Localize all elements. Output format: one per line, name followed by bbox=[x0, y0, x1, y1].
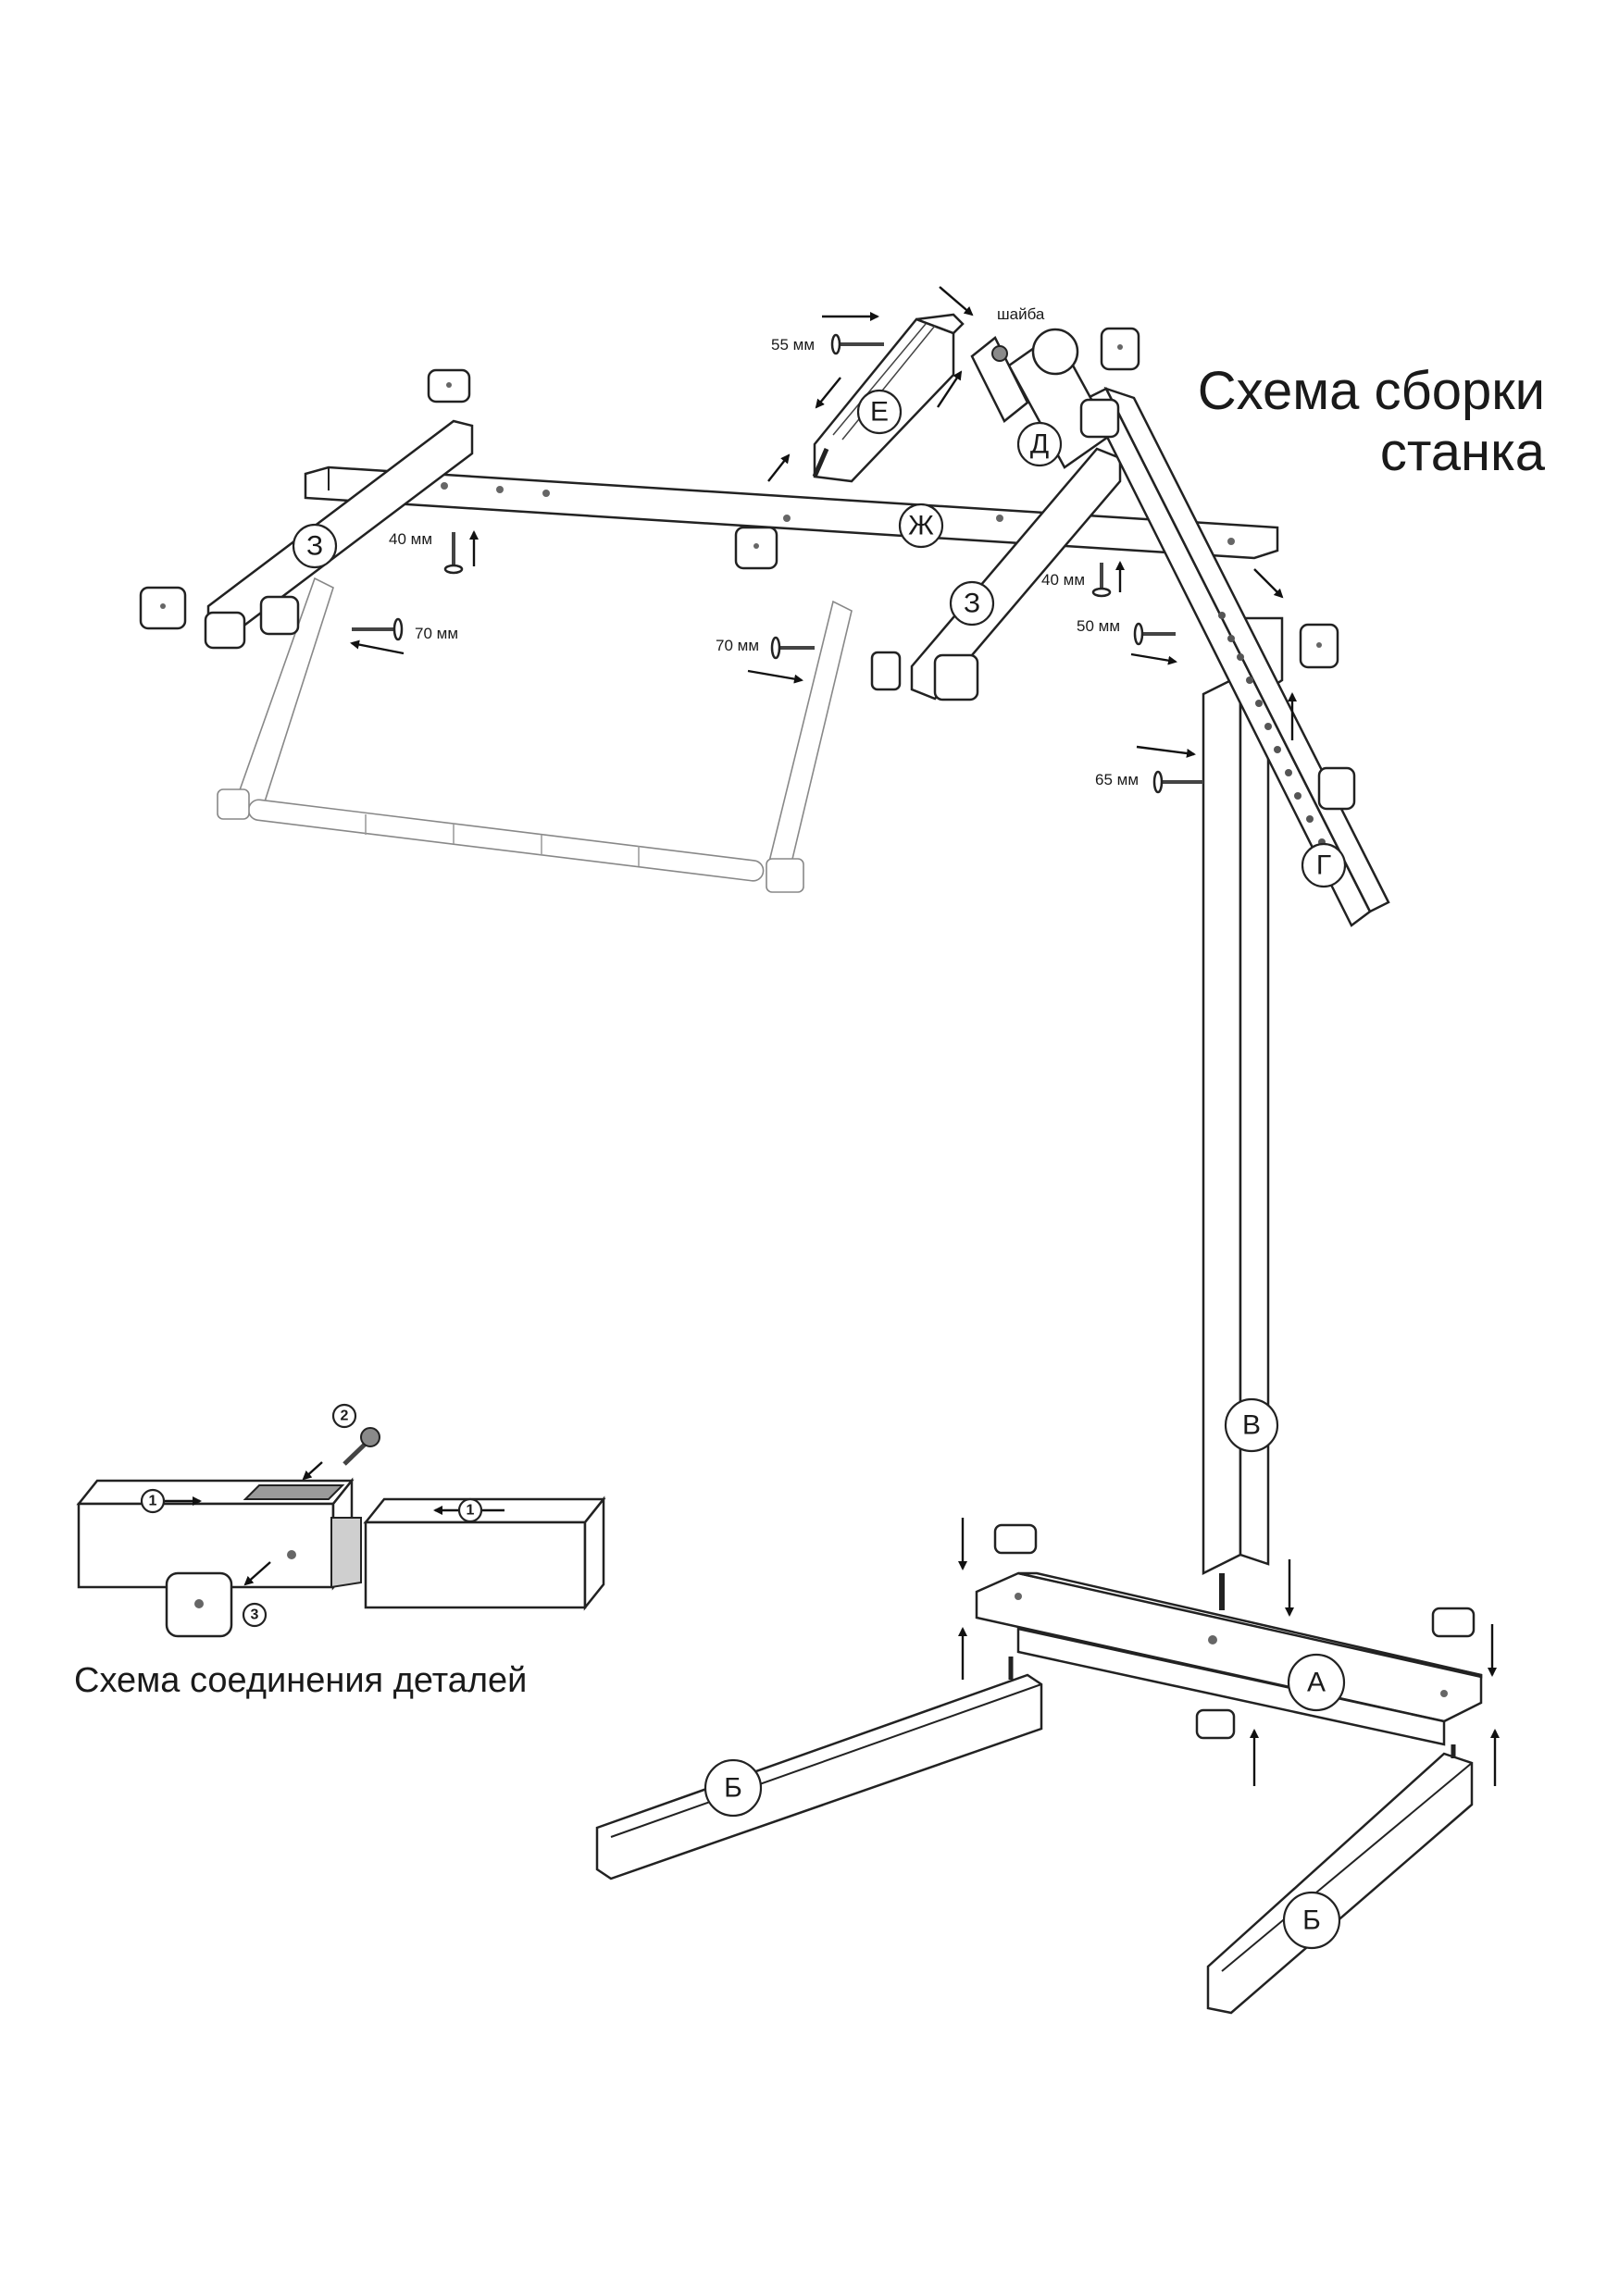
svg-text:Ж: Ж bbox=[908, 511, 934, 541]
bolt-40-left bbox=[443, 532, 464, 575]
dim-65: 65 мм bbox=[1095, 771, 1139, 788]
svg-text:В: В bbox=[1242, 1410, 1261, 1441]
step-1-right: 1 bbox=[457, 1497, 483, 1523]
dim-70-right: 70 мм bbox=[716, 637, 759, 654]
knob-11 bbox=[1317, 766, 1356, 811]
svg-text:А: А bbox=[1307, 1668, 1326, 1698]
svg-text:З: З bbox=[964, 589, 980, 619]
knob-8 bbox=[870, 651, 902, 691]
knob-9 bbox=[933, 653, 979, 701]
knob-5 bbox=[734, 526, 778, 570]
post-v bbox=[1202, 616, 1284, 1610]
label-z-left: З bbox=[292, 523, 338, 569]
label-d: Д bbox=[1016, 421, 1063, 467]
bolt-70-left bbox=[352, 617, 404, 641]
label-v: В bbox=[1224, 1397, 1279, 1453]
svg-text:1: 1 bbox=[467, 1503, 475, 1519]
frame-faint bbox=[217, 577, 853, 893]
label-e: Е bbox=[856, 389, 903, 435]
knob-10 bbox=[1299, 623, 1339, 669]
page-title-line-1: Схема сборки bbox=[1197, 361, 1545, 421]
dim-40-right: 40 мм bbox=[1041, 571, 1085, 589]
knob-2 bbox=[139, 586, 187, 630]
label-g: Г bbox=[1301, 842, 1347, 888]
bolt-55 bbox=[830, 333, 884, 355]
label-a: А bbox=[1287, 1653, 1346, 1712]
label-zh: Ж bbox=[898, 503, 944, 549]
knob-4 bbox=[259, 595, 300, 636]
joint-caption: Схема соединения деталей bbox=[74, 1661, 528, 1700]
svg-text:1: 1 bbox=[149, 1494, 157, 1509]
label-b-left: Б bbox=[704, 1758, 763, 1818]
washer-assembly bbox=[970, 336, 1029, 423]
svg-text:З: З bbox=[306, 531, 323, 562]
dim-washer: шайба bbox=[997, 305, 1045, 323]
svg-text:Г: Г bbox=[1316, 850, 1331, 881]
arm-z-right bbox=[910, 447, 1122, 701]
knob-14 bbox=[1195, 1708, 1236, 1740]
dim-50: 50 мм bbox=[1077, 617, 1120, 635]
label-b-right: Б bbox=[1282, 1891, 1341, 1950]
foot-b-left bbox=[595, 1657, 1043, 1880]
knob-3 bbox=[204, 611, 246, 650]
knob-12 bbox=[993, 1523, 1038, 1555]
svg-text:Д: Д bbox=[1030, 429, 1049, 460]
step-3: 3 bbox=[242, 1602, 268, 1628]
assembly-arrows bbox=[350, 286, 1500, 1786]
bolt-50 bbox=[1133, 622, 1176, 646]
knob-7 bbox=[1079, 398, 1120, 439]
knob-6 bbox=[1100, 327, 1140, 371]
label-z-right: З bbox=[949, 580, 995, 627]
bolt-70-right bbox=[770, 636, 815, 660]
page-title: Схема сборки станка bbox=[1198, 361, 1545, 483]
foot-b-right bbox=[1206, 1744, 1474, 2015]
base-bar-a bbox=[975, 1571, 1483, 1746]
bolt-65 bbox=[1152, 770, 1203, 794]
knob-13 bbox=[1431, 1607, 1476, 1638]
arm-z-left bbox=[206, 419, 474, 640]
bolt-40-right bbox=[1091, 563, 1112, 598]
dim-55: 55 мм bbox=[771, 336, 815, 354]
knob-1 bbox=[427, 368, 471, 403]
dim-70-left: 70 мм bbox=[415, 625, 458, 642]
svg-text:Е: Е bbox=[870, 397, 889, 428]
dim-40-left: 40 мм bbox=[389, 530, 432, 548]
svg-text:Б: Б bbox=[1302, 1905, 1321, 1936]
svg-text:3: 3 bbox=[251, 1607, 259, 1623]
svg-text:Б: Б bbox=[724, 1773, 742, 1804]
step-1-left: 1 bbox=[140, 1488, 166, 1514]
step-2: 2 bbox=[331, 1403, 357, 1429]
joint-detail bbox=[76, 1427, 606, 1638]
svg-text:2: 2 bbox=[341, 1409, 349, 1424]
page-title-line-2: станка bbox=[1379, 422, 1545, 482]
